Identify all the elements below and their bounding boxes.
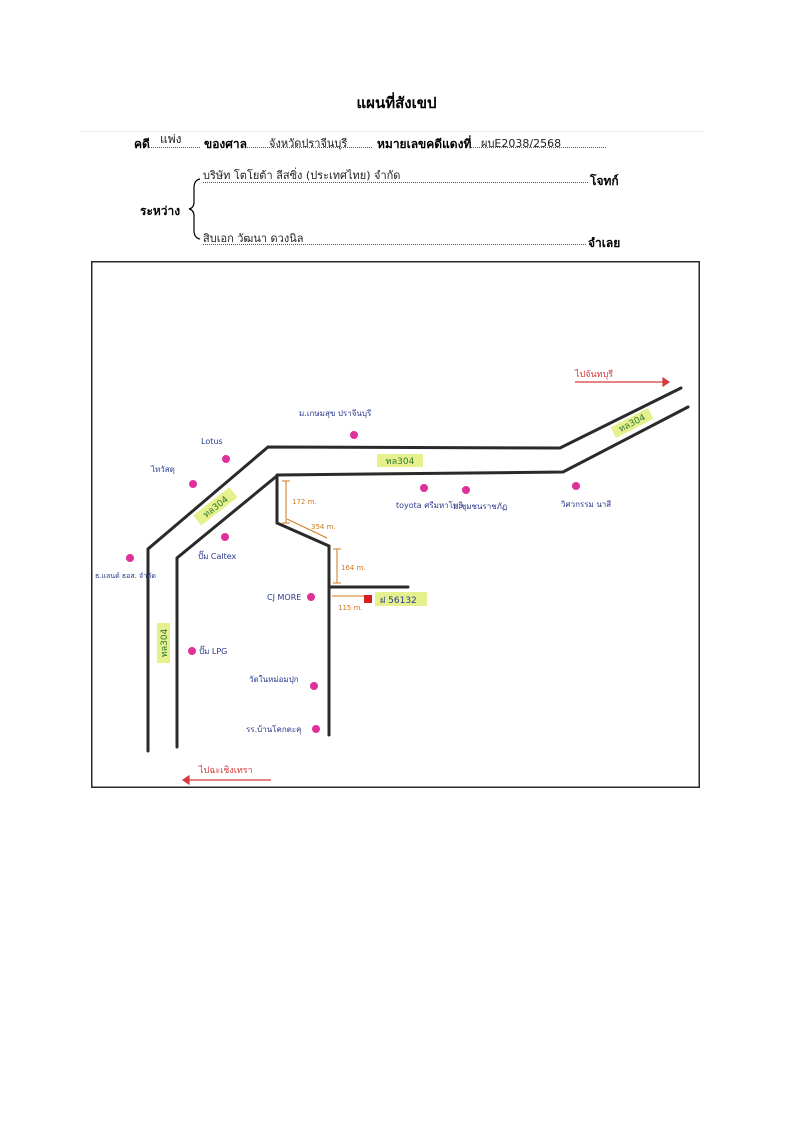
distance-label: 354 m. xyxy=(311,523,336,531)
between-label: ระหว่าง xyxy=(140,204,181,218)
target-label: ฝ 56132 xyxy=(380,596,417,606)
road-label-left: ทล304 xyxy=(160,628,170,657)
poi-dot-icon xyxy=(420,484,428,492)
poi-dot-icon xyxy=(572,482,580,490)
poi-dot-icon xyxy=(312,725,320,733)
side-road xyxy=(275,521,331,737)
defendant-name: สิบเอก วัฒนา ดวงนิล xyxy=(203,232,304,245)
poi-dot-icon xyxy=(310,682,318,690)
defendant-line xyxy=(203,244,586,245)
highway-outer-road xyxy=(146,386,683,753)
poi-label-toyota: toyota ศรีมหาโพธิ xyxy=(396,500,463,510)
brace-icon xyxy=(188,178,201,240)
poi-label-temple: วัดในหม่อมปุก xyxy=(249,675,299,684)
court-line xyxy=(247,147,372,148)
case-type-line xyxy=(148,147,200,148)
poi-dot-icon xyxy=(221,533,229,541)
poi-label-univ: ม.ชุมชนราชภัฏ xyxy=(453,502,507,511)
red-no-label: หมายเลขคดีแดงที่ xyxy=(377,137,472,151)
road-label-highlight xyxy=(157,623,170,663)
road-label-highlight xyxy=(193,487,238,526)
court-name: จังหวัดปราจีนบุรี xyxy=(269,137,348,150)
poi-label-housing: ม.เกษมสุข ปราจีนบุรี xyxy=(299,409,372,418)
direction-chanthaburi: ไปจันทบุรี xyxy=(574,369,613,380)
poi-dot-icon xyxy=(462,486,470,494)
case-label: คดี xyxy=(134,137,150,151)
poi-dot-icon xyxy=(350,431,358,439)
arrow-east-head-icon xyxy=(662,376,671,388)
red-no: ผบE2038/2568 xyxy=(481,137,562,150)
road-label-highlight xyxy=(610,408,654,438)
poi-label-bank: ธ.แลนด์ ธอส. จำกัด xyxy=(95,572,156,580)
poi-dot-icon xyxy=(222,455,230,463)
road-label-highlight xyxy=(377,454,423,467)
target-marker-icon xyxy=(364,595,372,603)
poi-dot-icon xyxy=(189,480,197,488)
plaintiff-name: บริษัท โตโยต้า ลีสซิ่ง (ประเทศไทย) จำกัด xyxy=(203,169,401,182)
court-label: ของศาล xyxy=(204,137,247,151)
poi-label-caltex: ปั๊ม Caltex xyxy=(198,550,237,561)
distance-label: 172 m. xyxy=(292,498,317,506)
poi-label-school: รร.บ้านโคกตะคุ xyxy=(246,724,302,734)
page-title: แผนที่สังเขป xyxy=(356,94,437,112)
sketch-map: ทล304 ทล304 ทล304 ทล304 ไปจันทบุรี ไปฉะเ… xyxy=(91,261,700,788)
map-frame xyxy=(91,261,700,788)
case-type: แพ่ง xyxy=(160,132,182,146)
distance-label: 115 m. xyxy=(338,604,363,612)
defendant-role: จำเลย xyxy=(588,236,621,250)
road-label-mid: ทล304 xyxy=(386,457,415,467)
distance-marker xyxy=(286,518,328,539)
poi-label-cjmore: CJ MORE xyxy=(267,593,301,602)
poi-dot-icon xyxy=(126,554,134,562)
plaintiff-role: โจทก์ xyxy=(590,174,619,188)
plaintiff-line xyxy=(203,182,588,183)
direction-chachoengsao: ไปฉะเชิงเทรา xyxy=(198,765,253,776)
poi-dot-icon xyxy=(188,647,196,655)
poi-dot-icon xyxy=(307,593,315,601)
poi-label-lotus: Lotus xyxy=(201,437,223,446)
distance-label: 164 m. xyxy=(341,564,366,572)
poi-label-lpg: ปั๊ม LPG xyxy=(199,645,227,656)
poi-label-thaiwatsadu: ไทวัสดุ xyxy=(150,465,175,474)
target-highlight xyxy=(375,592,427,606)
poi-label-engineer: วิศวกรรม นาสี xyxy=(560,500,611,509)
red-no-line xyxy=(471,147,606,148)
arrow-west-head-icon xyxy=(181,774,190,786)
divider xyxy=(80,131,705,132)
